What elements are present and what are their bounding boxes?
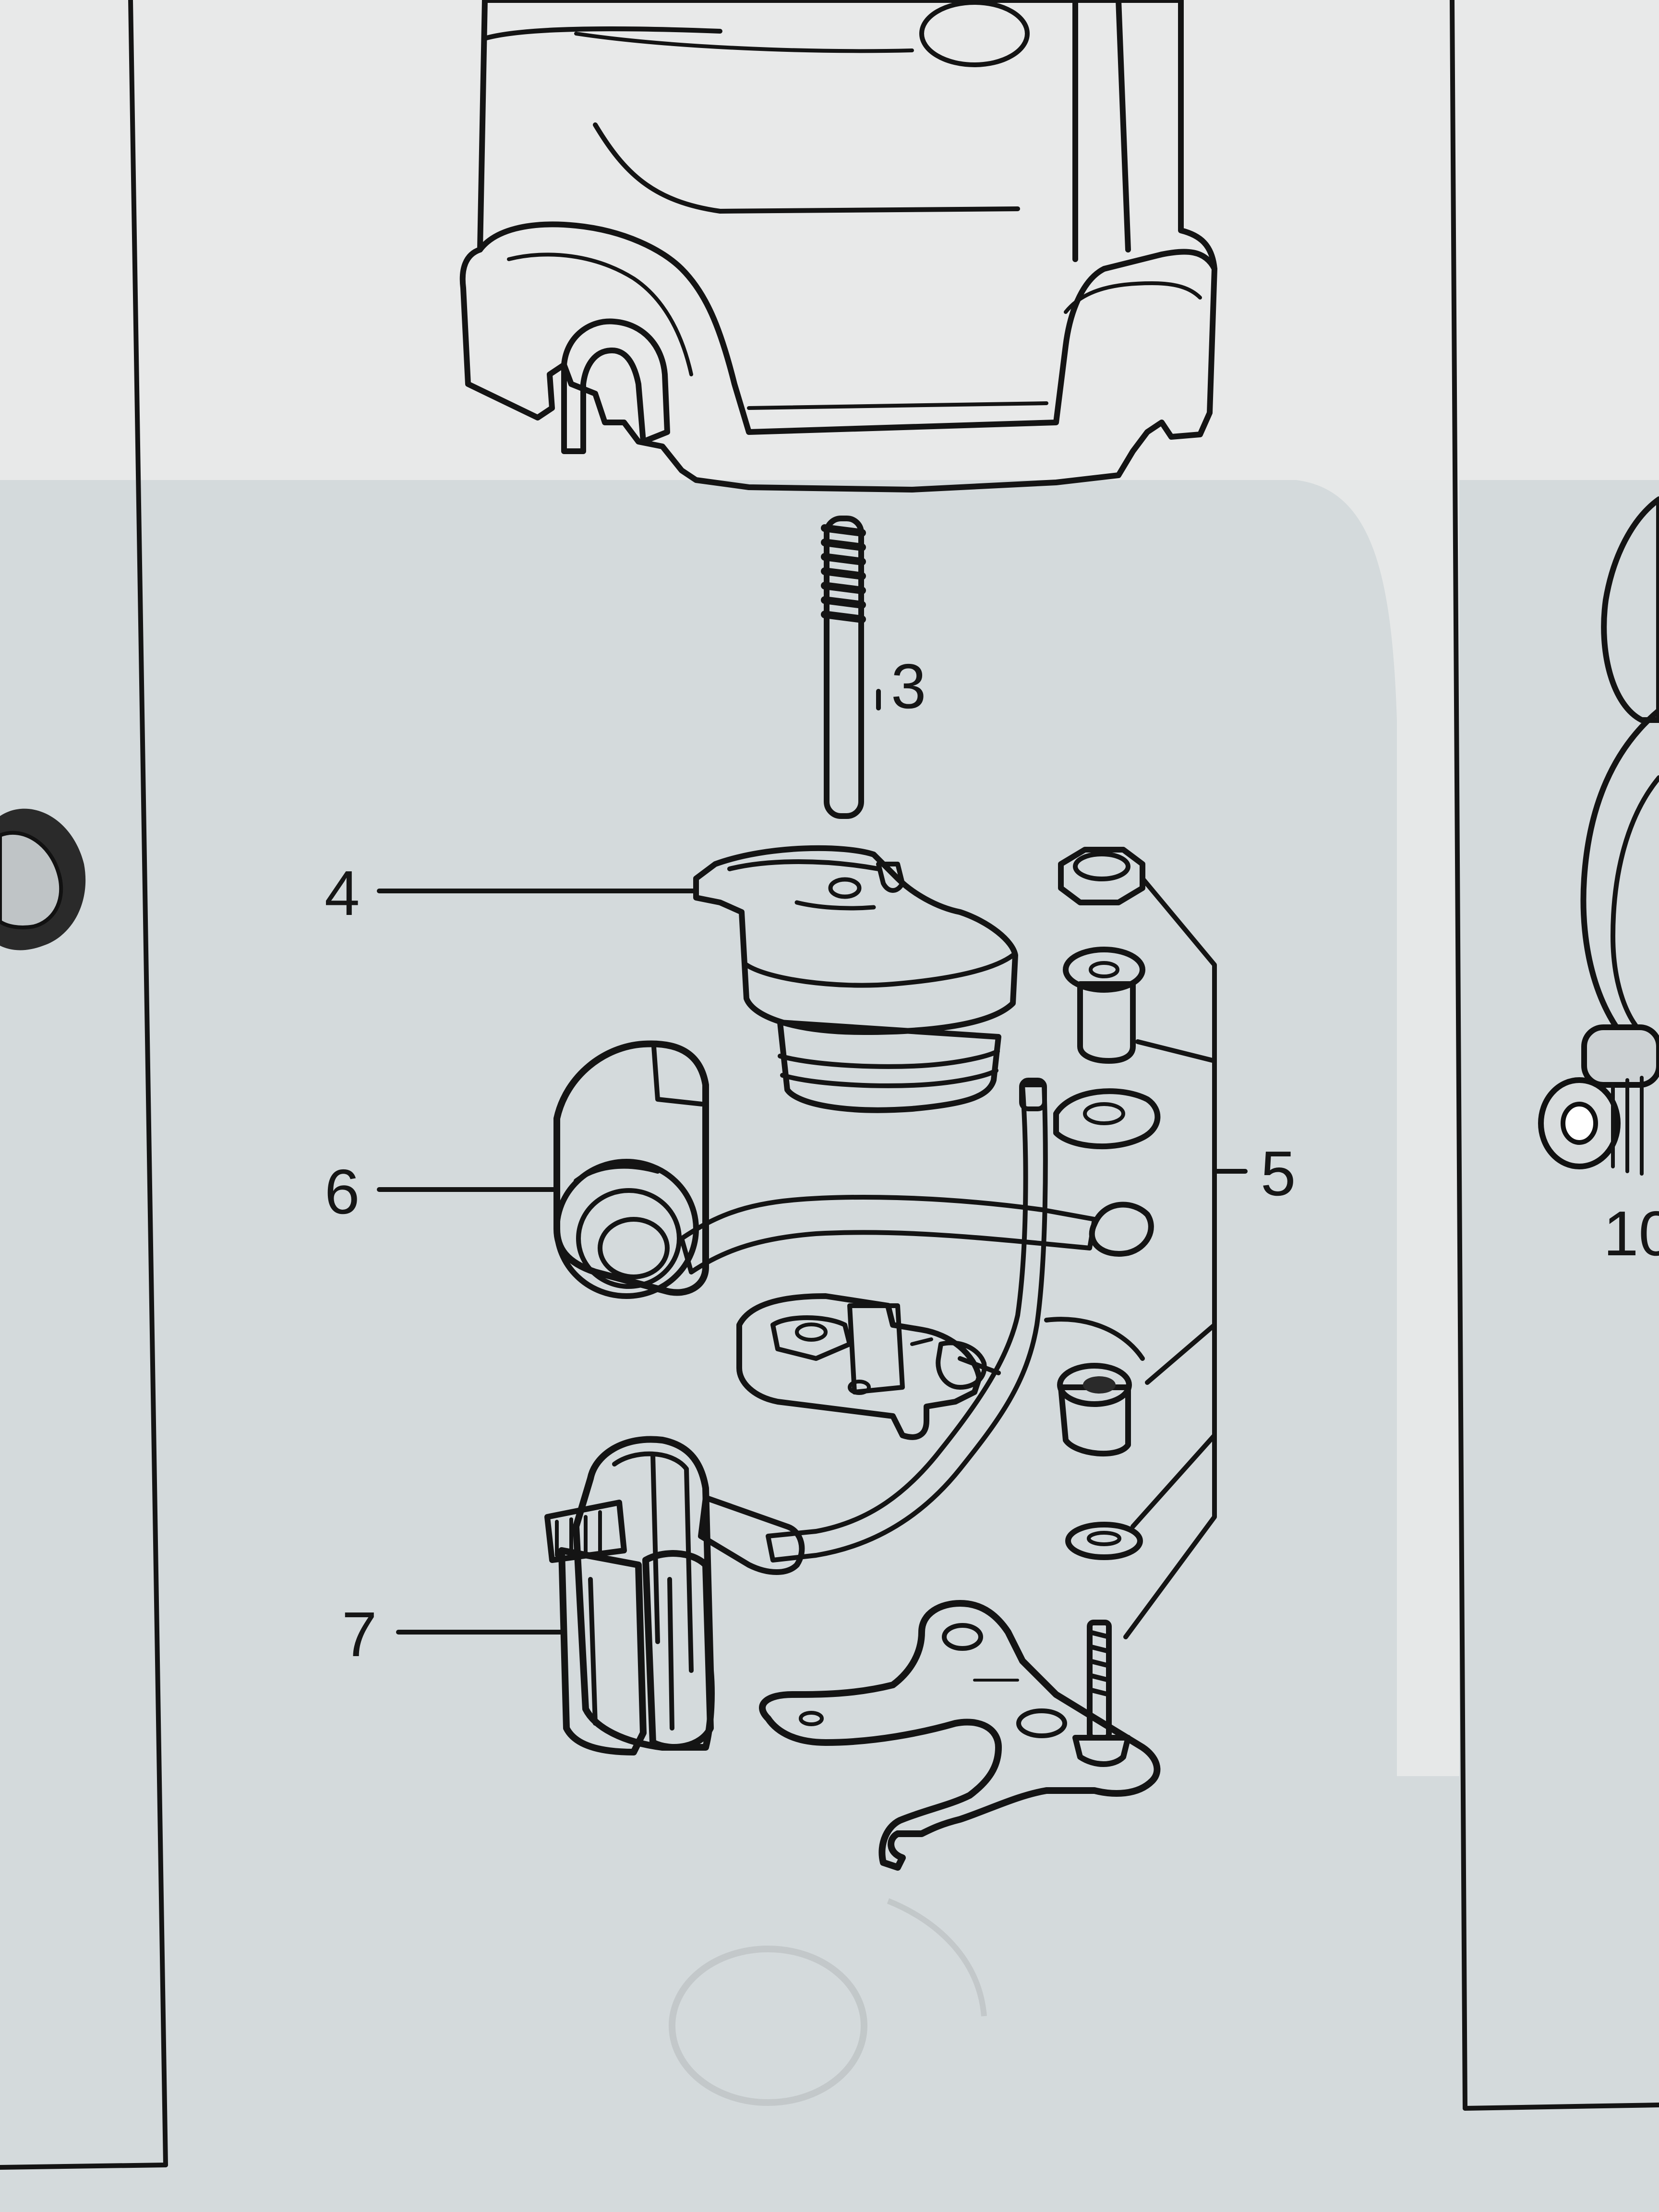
left-frame-line [128, 0, 168, 2167]
bottom-right-frame-line [1463, 2103, 1659, 2111]
callout-partial-10: 10 [1603, 1198, 1659, 1269]
left-neighbor-part-fragment [0, 808, 86, 950]
callout-7: 7 [342, 1599, 377, 1670]
part-6-condenser [553, 1040, 1097, 1299]
part-3-carbon-brush-spring [821, 516, 866, 819]
part-7-terminal-block-and-lead [544, 1078, 1048, 1755]
paper-lit-area-right [1296, 480, 1459, 1776]
callout-5: 5 [1261, 1138, 1296, 1209]
part-4-rotor-arm [693, 845, 1018, 1113]
right-neighbor-part-fragment [1538, 496, 1659, 1176]
reverse-page-bleed-through [669, 1898, 987, 2106]
distributor-cap [459, 0, 1217, 493]
callout-3: 3 [891, 651, 926, 721]
cap-boss [919, 0, 1030, 67]
right-frame-line [1450, 0, 1467, 2111]
contact-breaker-set [736, 1293, 1145, 1440]
callout-4: 4 [325, 858, 360, 928]
bottom-left-frame-line [0, 2163, 168, 2170]
paper-lit-area [0, 0, 1659, 480]
callout-6: 6 [325, 1156, 360, 1227]
